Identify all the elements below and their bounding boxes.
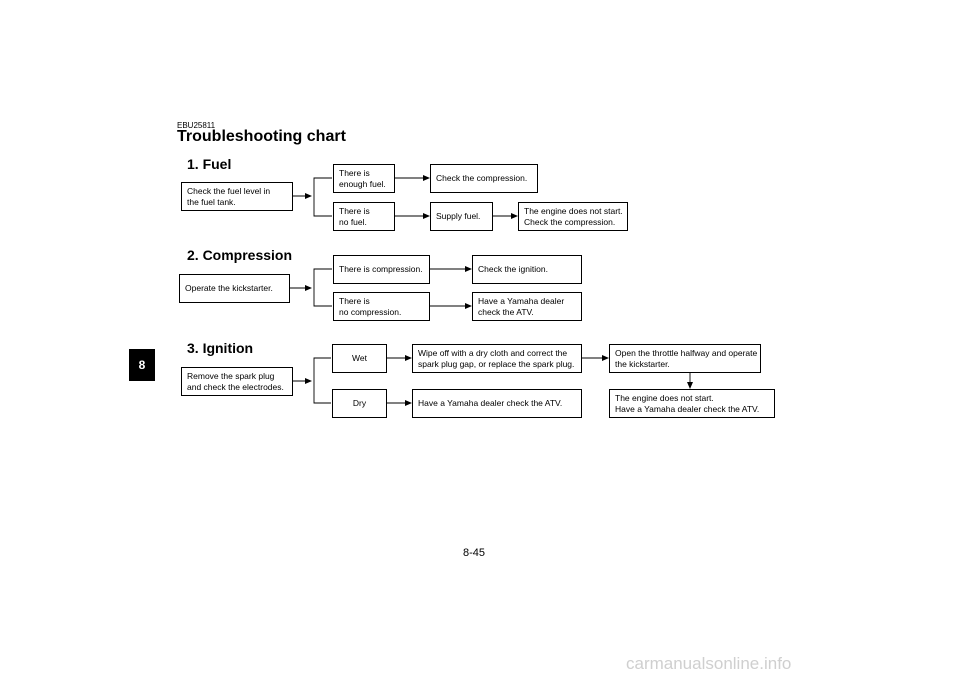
ignition-dealer-box: Have a Yamaha dealer check the ATV.: [412, 389, 582, 418]
compression-dealer-box: Have a Yamaha dealer check the ATV.: [472, 292, 582, 321]
ignition-not-start-box: The engine does not start. Have a Yamaha…: [609, 389, 775, 418]
fuel-heading: 1. Fuel: [187, 156, 232, 172]
fuel-not-start-box: The engine does not start. Check the com…: [518, 202, 628, 231]
watermark: carmanualsonline.info: [626, 654, 792, 673]
compression-has-box: There is compression.: [333, 255, 430, 284]
page-title: Troubleshooting chart: [177, 128, 346, 145]
compression-heading: 2. Compression: [187, 247, 293, 263]
ignition-heading: 3. Ignition: [187, 340, 254, 356]
ignition-wipe-box: Wipe off with a dry cloth and correct th…: [412, 344, 582, 373]
ignition-throttle-box: Open the throttle halfway and operate th…: [609, 344, 761, 373]
ignition-remove-plug-box: Remove the spark plug and check the elec…: [181, 367, 293, 396]
fuel-supply-box: Supply fuel.: [430, 202, 493, 231]
fuel-check-box: Check the fuel level in the fuel tank.: [181, 182, 293, 211]
fuel-none-box: There is no fuel.: [333, 202, 395, 231]
fuel-enough-box: There is enough fuel.: [333, 164, 395, 193]
ignition-branch: [313, 357, 331, 404]
compression-check-ignition-box: Check the ignition.: [472, 255, 582, 284]
ignition-wet-box: Wet: [332, 344, 387, 373]
fuel-check-compression-box: Check the compression.: [430, 164, 538, 193]
page-number: 8-45: [463, 547, 486, 559]
compression-operate-box: Operate the kickstarter.: [179, 274, 290, 303]
compression-branch: [313, 268, 332, 307]
ignition-dry-box: Dry: [332, 389, 387, 418]
section-code: EBU25811: [177, 121, 216, 130]
fuel-branch: [313, 177, 332, 217]
compression-none-box: There is no compression.: [333, 292, 430, 321]
chapter-tab: 8: [129, 349, 155, 381]
